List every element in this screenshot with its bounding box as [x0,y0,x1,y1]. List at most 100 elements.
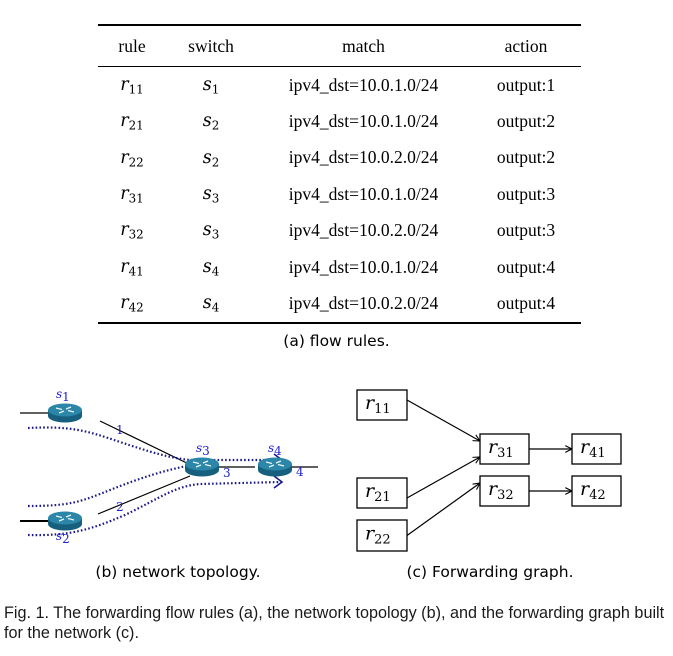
cell-rule-var: r41 [120,257,144,279]
cell-switch-base: s [202,111,212,132]
cell-match: ipv4_dst=10.0.2.0/24 [288,147,439,168]
cell-switch-var: s1 [202,74,220,97]
cell-switch-subscript: 4 [211,264,220,279]
graph-node-r22: r22 [356,519,408,552]
cell-switch: s4 [166,249,256,285]
cell-rule-var: r22 [120,147,144,170]
header-switch: switch [188,35,234,56]
table-row: r41 s4 ipv4_dst=10.0.1.0/24 output:4 [98,249,581,285]
switch-label-s4: s4 [268,441,282,458]
graph-node-r41: r41 [571,433,622,465]
flow-rules-table: rule switch match action r11 s1 ipv4_dst=1… [98,24,581,324]
cell-action: output:1 [496,74,556,95]
node-label-subscript: 32 [497,488,514,503]
flow-path-r11-r31-r41 [27,426,282,462]
cell-rule-subscript: 32 [128,228,144,243]
node-label-subscript: 41 [589,446,606,461]
cell-rule-subscript: 21 [128,118,144,133]
cell-rule: r41 [98,249,166,285]
cell-rule-base: r [120,293,129,314]
cell-rule-subscript: 31 [128,191,144,206]
node-label-subscript: 22 [374,533,391,548]
network-topology-diagram: s1 s2 s3 s4 1 2 3 4 [20,387,318,546]
cell-match: ipv4_dst=10.0.1.0/24 [288,256,439,277]
flow-arrow-lower-icon [273,475,284,489]
node-label-base: r [365,523,376,545]
cell-switch-base: s [202,256,212,277]
port-label-4: 4 [296,465,304,479]
cell-match: ipv4_dst=10.0.2.0/24 [288,293,439,314]
cell-match: ipv4_dst=10.0.1.0/24 [288,183,439,204]
cell-rule: r11 [98,67,166,104]
cell-switch: s2 [166,103,256,139]
node-label-base: r [488,436,499,458]
graph-node-r11: r11 [356,389,408,421]
node-box [571,475,622,507]
switch-label-s1: s1 [56,387,70,404]
node-label-base: r [488,478,499,500]
cell-switch: s3 [166,213,256,249]
cell-switch: s4 [166,285,256,322]
router-s4-icon [257,456,293,478]
node-label: r41 [580,436,606,461]
port-label-3: 3 [223,466,231,480]
cell-rule: r22 [98,140,166,176]
flow-path-r21-r31-r41 [27,463,193,508]
switch-label-s2: s2 [56,529,70,546]
node-label-subscript: 31 [497,446,514,461]
node-label-subscript: 42 [589,488,606,503]
cell-action: output:4 [496,256,556,277]
node-label-subscript: 21 [374,490,391,505]
cell-switch-var: s4 [203,293,220,315]
cell-switch-var: s4 [202,256,220,279]
cell-switch-subscript: 2 [211,155,220,170]
cell-rule-var: r31 [120,184,144,206]
cell-rule-base: r [120,74,129,95]
node-label: r21 [365,480,391,505]
cell-switch-var: s2 [202,111,220,133]
cell-rule-var: r42 [120,293,144,315]
cell-switch: s3 [166,176,256,212]
cell-match: ipv4_dst=10.0.1.0/24 [288,111,439,132]
caption-network-topology: (b) network topology. [95,563,261,581]
caption-forwarding-graph: (c) Forwarding graph. [406,563,574,581]
node-box [479,475,530,507]
cell-rule: r21 [98,103,166,139]
cell-switch-subscript: 3 [211,228,220,243]
cell-switch-base: s [202,220,212,241]
flow-rules-table-container: rule switch match action r11 s1 ipv4_dst=1… [98,24,581,324]
table-header-row: rule switch match action [98,25,581,67]
cell-rule: r31 [98,176,166,212]
port-label-1: 1 [116,423,124,437]
cell-rule-var: r21 [120,111,144,133]
port-label-2: 2 [116,500,124,514]
cell-rule-base: r [120,147,129,168]
node-label-subscript: 11 [374,402,391,417]
node-label: r22 [365,523,391,548]
cell-rule-var: r32 [120,220,144,243]
cell-rule-var: r11 [120,74,144,97]
cell-rule-subscript: 22 [128,155,144,170]
cell-switch-var: s3 [202,184,220,206]
cell-switch-var: s3 [202,220,220,243]
link-s2-s3 [97,475,191,515]
cell-match: ipv4_dst=10.0.2.0/24 [288,220,439,241]
node-box [356,519,408,552]
cell-switch-base: s [202,74,212,95]
cell-rule-base: r [120,111,129,132]
router-s1-icon [47,402,83,424]
cell-match: ipv4_dst=10.0.1.0/24 [288,74,439,95]
cell-switch-base: s [202,147,212,168]
router-s2-icon [47,510,83,532]
cell-switch-base: s [202,184,212,205]
table-row: r31 s3 ipv4_dst=10.0.1.0/24 output:3 [98,176,581,212]
edge-r11-r31 [406,399,480,441]
cell-action: output:3 [496,183,556,204]
node-label: r42 [580,478,606,503]
cell-action: output:3 [496,220,556,241]
